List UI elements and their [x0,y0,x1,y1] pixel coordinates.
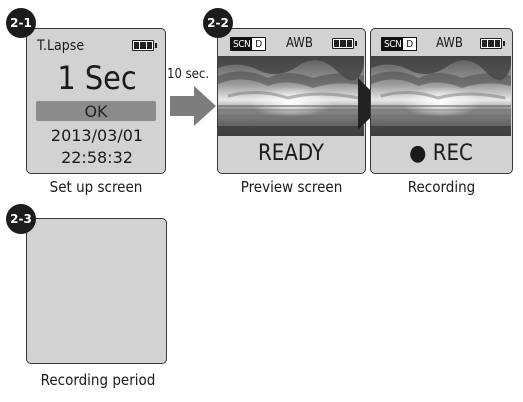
mode-label: T.Lapse [37,38,85,54]
awb-label: AWB [436,36,463,51]
preview-screen: SCN D AWB READY [217,28,366,174]
step-badge-2-3: 2-3 [6,204,36,234]
rec-status: ● REC [409,141,473,166]
recording-caption: Recording [407,178,476,196]
battery-icon [480,38,505,49]
scene-mode-icon: SCN D [230,37,267,51]
recording-period-screen [26,218,167,364]
transition-label: 10 sec. [167,67,210,82]
step-badge-2-1: 2-1 [6,8,36,38]
scene-label: SCN [382,38,404,50]
recording-period-caption: Recording period [40,371,156,389]
landscape-photo [371,56,511,136]
ready-status: READY [258,141,324,166]
step-badge-2-2: 2-2 [203,8,233,38]
date-value: 2013/03/01 [50,126,144,145]
arrow-right-icon [170,86,216,126]
preview-screen-caption: Preview screen [240,178,343,196]
landscape-photo [218,56,364,136]
time-value: 22:58:32 [61,148,133,167]
battery-icon [332,38,357,49]
recording-screen: SCN D AWB ● REC [370,28,513,174]
scene-mode-letter: D [406,38,414,50]
scene-label: SCN [231,38,253,50]
scene-mode-icon: SCN D [381,37,418,51]
setup-screen-caption: Set up screen [49,178,143,196]
interval-value: 1 Sec [57,59,137,97]
scene-mode-letter: D [255,38,263,50]
awb-label: AWB [286,36,313,51]
ok-bar: OK [36,101,156,121]
battery-icon [132,40,157,51]
ok-label: OK [84,101,108,121]
setup-screen: T.Lapse 1 Sec OK 2013/03/01 22:58:32 [26,28,166,174]
